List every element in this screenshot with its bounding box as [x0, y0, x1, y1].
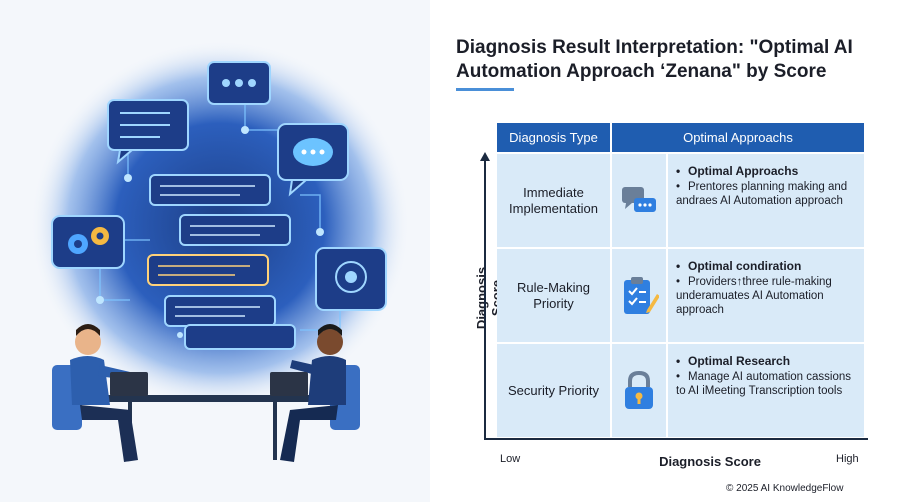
approach-description: •Optimal Research •Manage AI automation … — [668, 344, 864, 437]
copyright-credit: © 2025 AI KnowledgeFlow — [726, 483, 844, 494]
chat-bubbles-icon — [612, 154, 668, 247]
desk — [90, 395, 310, 402]
approach-description: •Optimal condiration •Providers↑three ru… — [668, 249, 864, 342]
shield-badge-icon — [315, 247, 387, 311]
x-axis — [484, 438, 868, 440]
approach-body: •Manage AI automation cassions to AI iMe… — [676, 371, 852, 397]
header-diagnosis-type: Diagnosis Type — [497, 123, 612, 152]
title-underline — [456, 88, 514, 91]
approach-heading: •Optimal Approachs — [676, 164, 799, 178]
approach-heading: •Optimal condiration — [676, 259, 802, 273]
approach-description: •Optimal Approachs •Prentores planning m… — [668, 154, 864, 247]
chat-bubble-icon — [107, 99, 189, 165]
x-axis-high-label: High — [836, 453, 859, 465]
typing-bubble-icon — [207, 61, 271, 105]
padlock-icon — [612, 344, 668, 437]
person-right — [270, 324, 360, 462]
approach-heading: •Optimal Research — [676, 354, 791, 368]
approach-body: •Providers↑three rule-making underamuate… — [676, 276, 832, 316]
speech-bubble-icon — [277, 123, 349, 197]
table-row: Immediate Implementation •Optimal Approa… — [497, 154, 864, 247]
diagnosis-type-cell: Security Priority — [497, 344, 612, 437]
diagnosis-table: Diagnosis Type Optimal Approachs Immedia… — [497, 123, 864, 437]
message-lines — [158, 185, 275, 317]
approach-body: •Prentores planning making and andraes A… — [676, 181, 848, 207]
y-axis-arrow — [480, 152, 490, 161]
person-left — [52, 324, 148, 462]
y-axis — [484, 160, 486, 438]
diagnosis-type-cell: Rule-Making Priority — [497, 249, 612, 342]
gear-icon — [51, 215, 125, 269]
message-bubbles — [147, 174, 296, 350]
diagnosis-type-cell: Immediate Implementation — [497, 154, 612, 247]
circuit-nodes — [96, 126, 344, 338]
x-axis-label: Diagnosis Score — [659, 454, 761, 469]
page-title: Diagnosis Result Interpretation: "Optima… — [456, 37, 853, 82]
table-row: Rule-Making Priority •Optimal condiratio… — [497, 249, 864, 342]
table-row: Security Priority •Optimal Research •Man… — [497, 344, 864, 437]
header-optimal-approaches: Optimal Approachs — [612, 123, 864, 152]
illustration-panel — [0, 0, 430, 502]
x-axis-low-label: Low — [500, 453, 521, 465]
table-header: Diagnosis Type Optimal Approachs — [497, 123, 864, 152]
meeting-illustration — [30, 40, 410, 462]
clipboard-pencil-icon — [612, 249, 668, 342]
